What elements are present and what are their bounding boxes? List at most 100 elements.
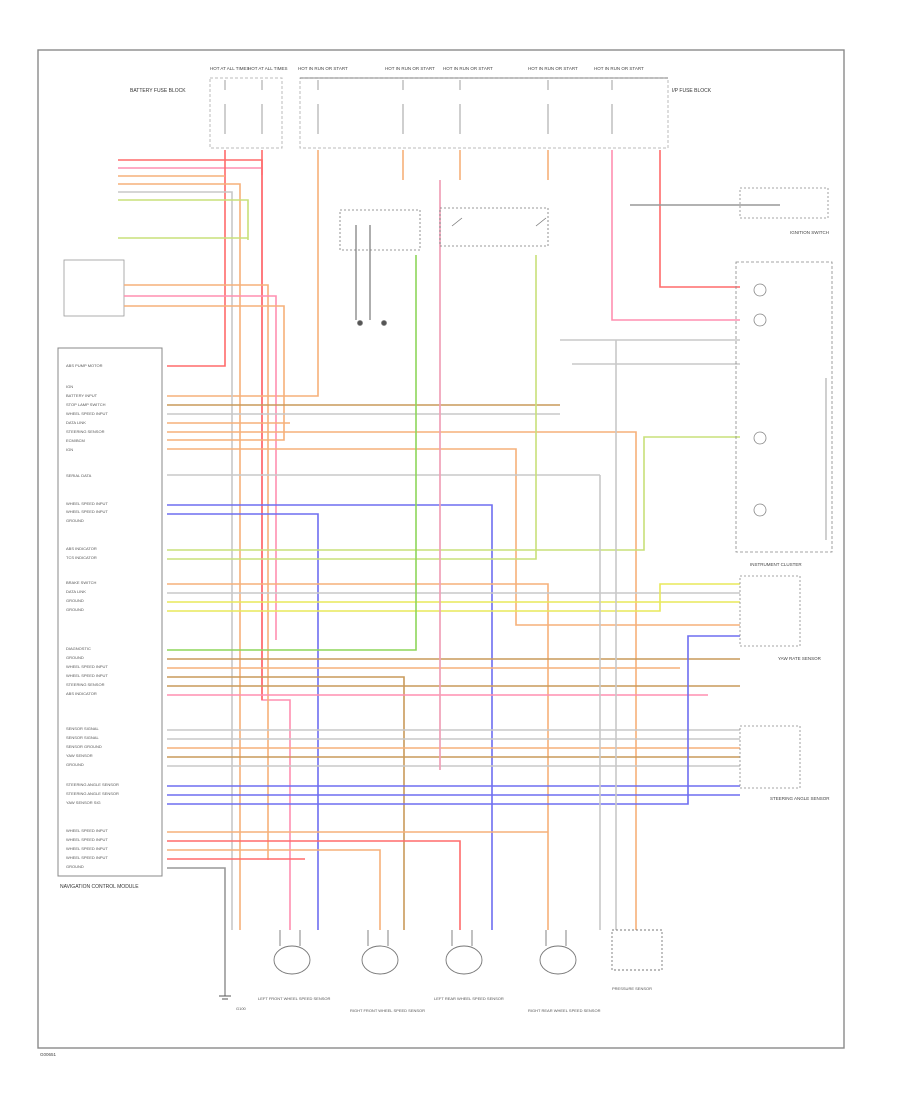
switch-contact-icon <box>451 217 547 227</box>
ecu-pin-4: WHEEL SPEED INPUT <box>66 411 108 416</box>
ecu-pin-19: DIAGNOSTIC <box>66 646 91 651</box>
connector-icon <box>545 930 567 946</box>
fuse-label-1: HOT AT ALL TIMES <box>248 66 288 71</box>
wheel-sensor-label-4: PRESSURE SENSOR <box>612 986 652 991</box>
ecu-pin-37: GROUND <box>66 864 84 869</box>
right-components <box>735 187 833 789</box>
fuse-label-6: HOT IN RUN OR START <box>594 66 644 71</box>
ecu-pin-27: SENSOR GROUND <box>66 744 102 749</box>
ecu-pin-0: ABS PUMP MOTOR <box>66 363 103 368</box>
ecu-pin-2: BATTERY INPUT <box>66 393 98 398</box>
tcs-switch-box <box>339 209 421 251</box>
ecu-pin-25: SENSOR SIGNAL <box>66 726 99 731</box>
fuse-label-3: HOT IN RUN OR START <box>385 66 435 71</box>
lamp-icon <box>753 503 767 517</box>
ip-fuse-block <box>299 77 669 149</box>
yaw-sensor-label: YAW RATE SENSOR <box>778 656 822 661</box>
ecu-pin-5: DATA LINK <box>66 420 86 425</box>
battery-fuse-label: BATTERY FUSE BLOCK <box>130 88 186 94</box>
instrument-cluster-label: INSTRUMENT CLUSTER <box>750 562 802 567</box>
ecu-pin-14: TCS INDICATOR <box>66 555 97 560</box>
footer-code: G00651 <box>40 1052 57 1057</box>
steering-sensor-box <box>739 725 801 789</box>
terminal-icon <box>357 320 363 326</box>
ground-label: G100 <box>236 1006 247 1011</box>
yaw-sensor-box <box>739 575 801 647</box>
ecu-pin-6: STEERING SENSOR <box>66 429 105 434</box>
wire-blue-5 <box>167 635 740 805</box>
ecu-pin-11: WHEEL SPEED INPUT <box>66 509 108 514</box>
wire-red-2 <box>167 150 226 367</box>
wire-brown-3 <box>167 676 405 930</box>
sensor-icon <box>445 945 483 975</box>
pressure-sensor-box <box>611 929 663 971</box>
ecu-module-label: NAVIGATION CONTROL MODULE <box>60 884 139 890</box>
wheel-sensor-label-1: RIGHT FRONT WHEEL SPEED SENSOR <box>350 1008 425 1013</box>
battery-fuse-block <box>209 77 283 149</box>
wire-orange-12 <box>167 583 549 930</box>
ecu-pin-3: STOP LAMP SWITCH <box>66 402 106 407</box>
connector-icon <box>367 930 389 946</box>
fuse-icons <box>224 80 613 134</box>
wire-red-4 <box>167 840 461 930</box>
ecu-pin-1: IGN <box>66 384 73 389</box>
wire-green-3 <box>167 436 740 551</box>
ecu-pin-15: BRAKE SWITCH <box>66 580 97 585</box>
ground-icon <box>219 990 231 1000</box>
sensor-icon <box>361 945 399 975</box>
wheel-sensor-labels: LEFT FRONT WHEEL SPEED SENSOR RIGHT FRON… <box>236 986 652 1013</box>
ecu-pin-12: GROUND <box>66 518 84 523</box>
wire-gray-8 <box>167 867 226 990</box>
wheel-sensor-label-3: RIGHT REAR WHEEL SPEED SENSOR <box>528 1008 601 1013</box>
wire-blue-1 <box>167 504 493 930</box>
wire-green-4 <box>167 255 537 560</box>
wheel-sensor-rf <box>361 930 399 975</box>
ground-markers <box>219 990 231 1000</box>
ecu-pin-labels: ABS PUMP MOTOR IGN BATTERY INPUT STOP LA… <box>66 363 119 869</box>
ecu-pin-23: STEERING SENSOR <box>66 682 105 687</box>
ecu-pin-33: WHEEL SPEED INPUT <box>66 828 108 833</box>
ecu-pin-26: SENSOR SIGNAL <box>66 735 99 740</box>
wire-orange-7 <box>124 284 269 860</box>
wheel-sensor-lf <box>273 930 311 975</box>
fuse-label-2: HOT IN RUN OR START <box>298 66 348 71</box>
ecu-pin-28: YAW SENSOR <box>66 753 93 758</box>
ignition-switch-label: IGNITION SWITCH <box>790 230 829 235</box>
wire-green-5 <box>167 255 417 651</box>
wheel-sensor-label-0: LEFT FRONT WHEEL SPEED SENSOR <box>258 996 330 1001</box>
ecu-pin-17: GROUND <box>66 598 84 603</box>
wire-pink-3 <box>611 150 740 321</box>
ecu-pin-30: STEERING ANGLE SENSOR <box>66 782 119 787</box>
lamp-icon <box>753 431 767 445</box>
instrument-cluster-box <box>735 261 833 553</box>
fuse-label-5: HOT IN RUN OR START <box>528 66 578 71</box>
fuse-label-4: HOT IN RUN OR START <box>443 66 493 71</box>
wires <box>118 150 780 990</box>
wire-orange-6 <box>118 183 241 930</box>
connector-icon <box>451 930 473 946</box>
ecu-pin-10: WHEEL SPEED INPUT <box>66 501 108 506</box>
wheel-sensor-label-2: LEFT REAR WHEEL SPEED SENSOR <box>434 996 504 1001</box>
fuse-label-0: HOT AT ALL TIMES <box>210 66 250 71</box>
wire-pink-4 <box>124 295 277 640</box>
ecu-pin-18: GROUND <box>66 607 84 612</box>
ecu-pin-22: WHEEL SPEED INPUT <box>66 673 108 678</box>
diagram-frame <box>37 49 845 1049</box>
wire-yellow-2 <box>167 583 740 612</box>
wheel-sensor-lr <box>445 930 483 975</box>
brake-switch-box <box>439 207 549 247</box>
ip-fuse-label: I/P FUSE BLOCK <box>672 88 712 94</box>
data-link-connector <box>63 259 125 317</box>
wire-pink-1 <box>118 167 291 930</box>
sensor-icon <box>273 945 311 975</box>
ecu-pin-31: STEERING ANGLE SENSOR <box>66 791 119 796</box>
wheel-sensor-rr <box>539 930 577 975</box>
ignition-switch-box <box>739 187 829 219</box>
wire-orange-2 <box>167 150 319 397</box>
connector-icon <box>279 930 301 946</box>
wire-orange-8 <box>124 305 285 441</box>
ecu-pin-20: GROUND <box>66 655 84 660</box>
right-component-labels: IGNITION SWITCH INSTRUMENT CLUSTER YAW R… <box>750 230 830 801</box>
ecu-pin-7: ECM/BCM <box>66 438 85 443</box>
